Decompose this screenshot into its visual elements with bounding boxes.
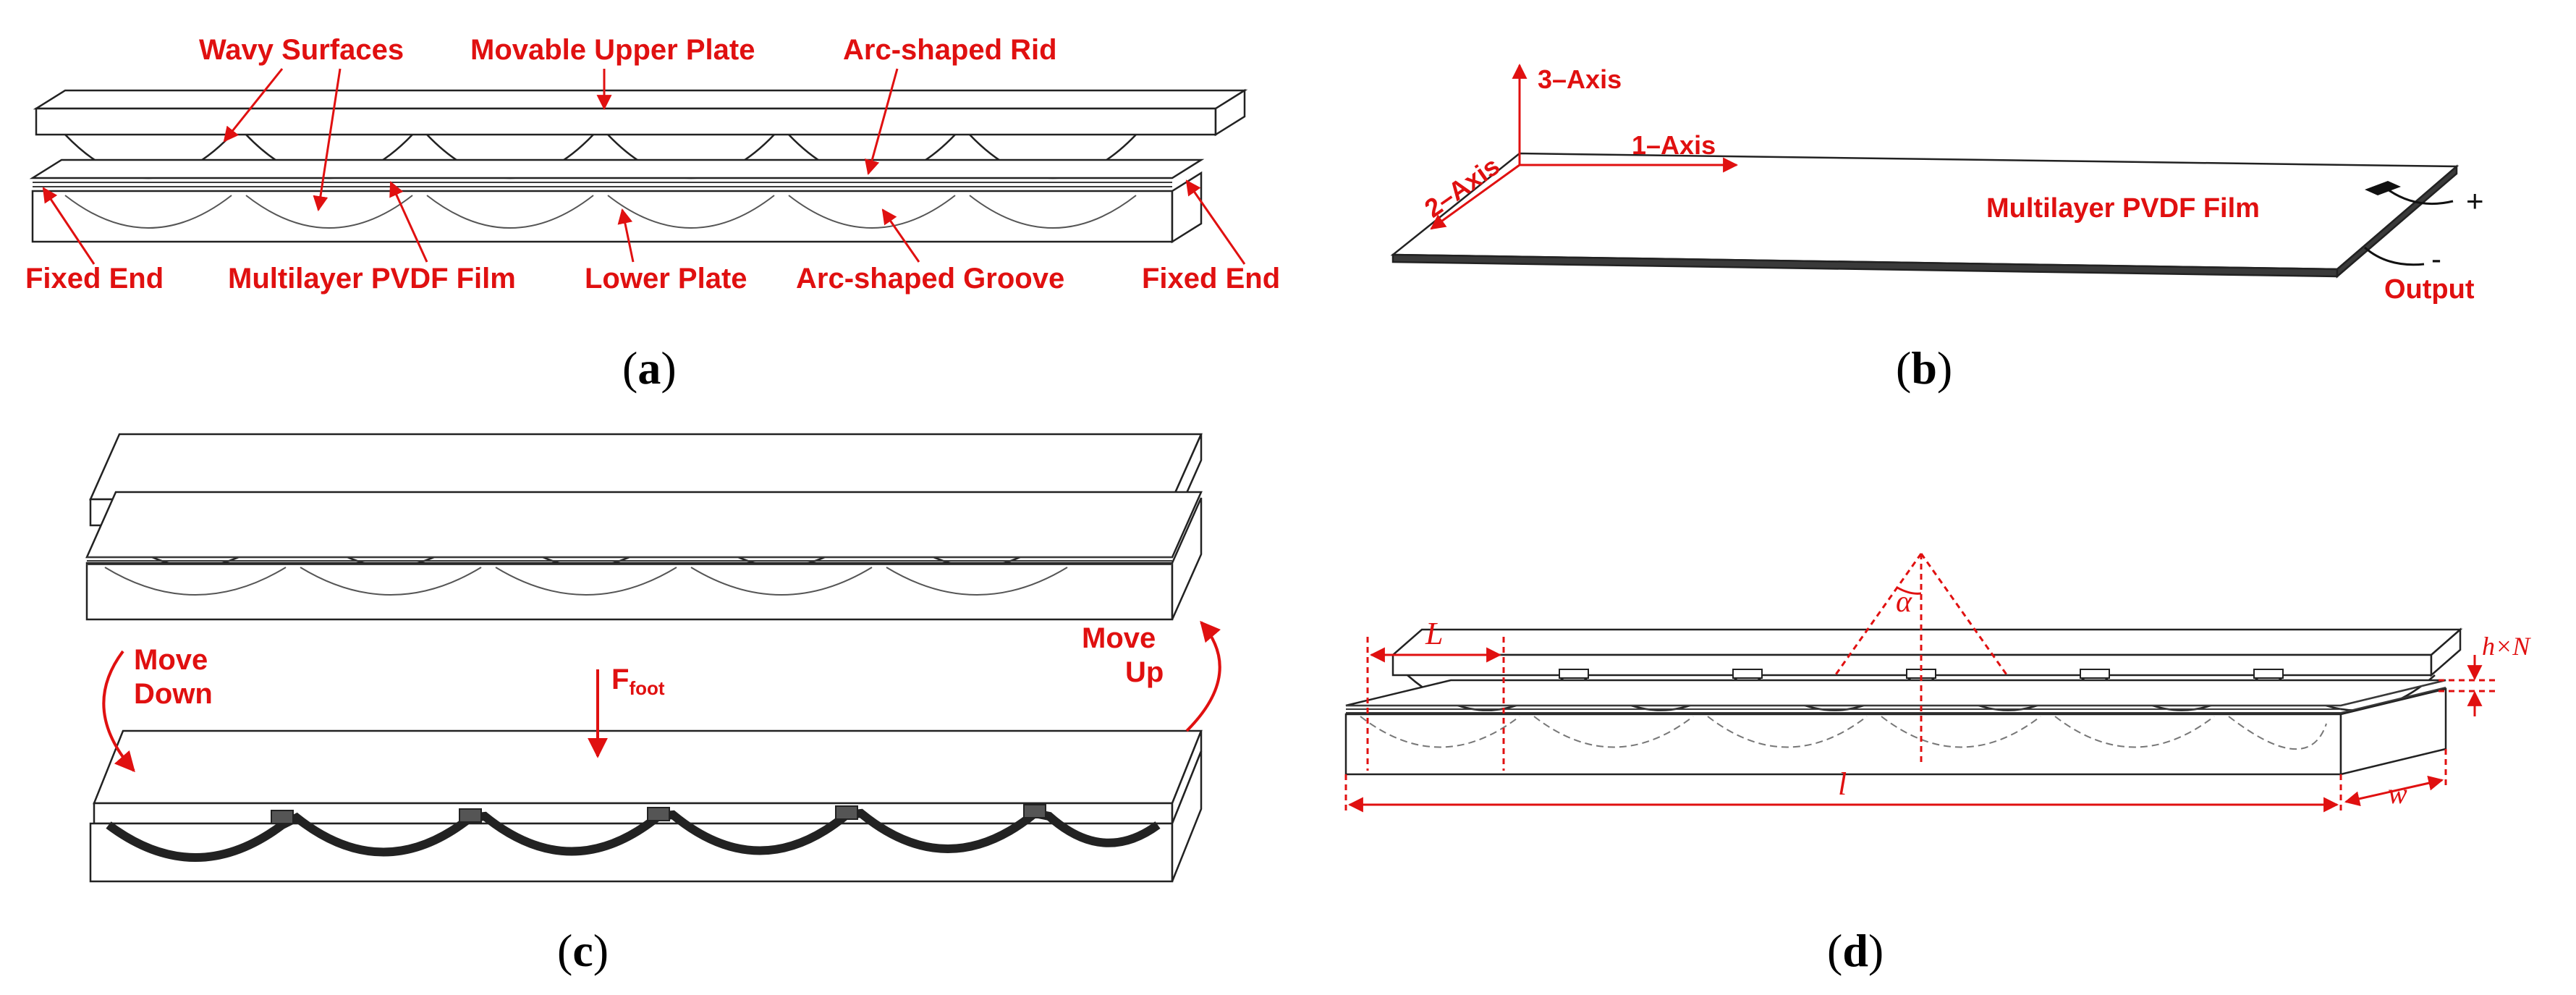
label-force: Ffoot xyxy=(611,664,665,699)
move-down-arrow xyxy=(102,650,135,773)
panel-b: 3–Axis 1–Axis 2–Axis Multilayer PVDF Fil… xyxy=(1390,63,2484,394)
dim-w-label: w xyxy=(2388,777,2407,810)
panel-d-dimensions xyxy=(1344,553,2496,813)
panel-d-upper-plate xyxy=(1390,627,2463,677)
axis-3-label: 3–Axis xyxy=(1538,64,1622,94)
label-fixed-end-right: Fixed End xyxy=(1142,263,1280,295)
label-wavy-surfaces: Wavy Surfaces xyxy=(199,34,404,66)
panel-d-grooves xyxy=(1360,716,2327,750)
label-move-down-1: Move xyxy=(134,644,208,676)
panel-a-arrows xyxy=(42,68,1246,265)
caption-a: (a) xyxy=(622,342,677,394)
panel-d: L α h×N l w (d) xyxy=(1344,553,2531,976)
label-move-up-2: Up xyxy=(1125,656,1164,688)
dim-alpha-label: α xyxy=(1896,585,1912,619)
panel-c-rid-blocks xyxy=(271,804,1046,824)
label-output: Output xyxy=(2384,274,2475,305)
label-arc-shaped-rid: Arc-shaped Rid xyxy=(843,34,1057,66)
label-b-pvdf-film: Multilayer PVDF Film xyxy=(1986,193,2260,224)
move-up-arrow xyxy=(1185,620,1221,732)
label-lower-plate: Lower Plate xyxy=(585,263,747,295)
terminal-minus: - xyxy=(2431,242,2441,276)
panel-c-upper-lower-plate xyxy=(85,491,1203,621)
panel-c-upper-grooves xyxy=(104,567,1068,596)
label-fixed-end-left: Fixed End xyxy=(25,263,164,295)
panel-c-upper-film xyxy=(87,556,1172,565)
label-arc-shaped-groove: Arc-shaped Groove xyxy=(796,263,1064,295)
panel-d-film xyxy=(1346,679,2446,714)
panel-c: Move Down Move Up Ffoot (c) xyxy=(85,433,1221,976)
wire-negative xyxy=(2364,246,2425,266)
panel-a: Wavy Surfaces Movable Upper Plate Arc-sh… xyxy=(25,34,1280,394)
terminal-plus: + xyxy=(2466,184,2484,218)
label-movable-upper-plate: Movable Upper Plate xyxy=(470,34,755,66)
panel-b-axes xyxy=(1430,63,1739,230)
caption-b: (b) xyxy=(1896,342,1952,394)
panel-b-film-sheet xyxy=(1390,152,2460,279)
label-move-down-2: Down xyxy=(134,678,213,710)
panel-a-lower-grooves xyxy=(64,195,1137,229)
dim-l-label: l xyxy=(1838,766,1847,802)
panel-d-lower-plate xyxy=(1344,679,2447,776)
electrode-pad xyxy=(2365,181,2401,195)
label-move-up-1: Move xyxy=(1082,622,1156,654)
caption-d: (d) xyxy=(1827,925,1884,976)
caption-c: (c) xyxy=(557,925,609,976)
axis-1-label: 1–Axis xyxy=(1632,130,1716,160)
label-multilayer-pvdf-film: Multilayer PVDF Film xyxy=(228,263,516,295)
dim-L-label: L xyxy=(1425,616,1443,651)
panel-a-lower-plate xyxy=(29,158,1205,244)
panel-a-upper-plate xyxy=(33,88,1248,137)
dim-hN-label: h×N xyxy=(2482,632,2531,661)
wire-positive xyxy=(2387,188,2454,206)
